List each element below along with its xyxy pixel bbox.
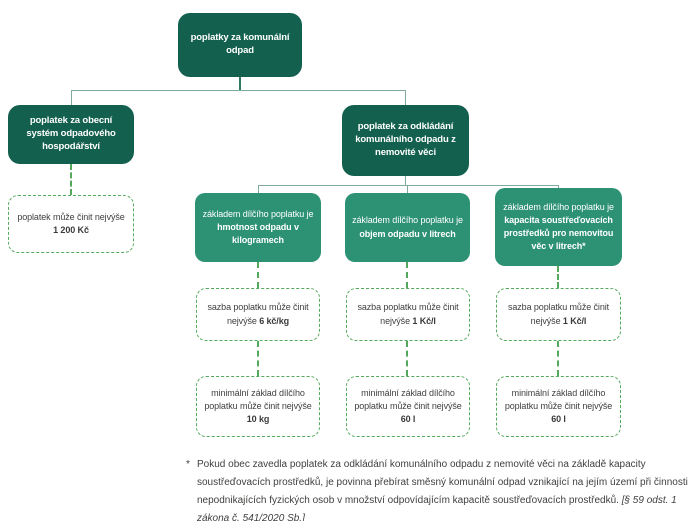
node-rate-volume: sazba poplatku může činit nejvýše 1 Kč/l <box>346 288 470 341</box>
dashed-connector-min-2 <box>406 341 408 376</box>
node-disposal-fee-label: poplatek za odkládání komunálního odpadu… <box>355 121 456 158</box>
node-rate-volume-text: sazba poplatku může činit nejvýše 1 Kč/l <box>357 302 459 326</box>
node-basis-weight: základem dílčího poplatku je hmotnost od… <box>195 193 321 262</box>
footnote-citation: [§ 59 odst. 1 zákona č. 541/2020 Sb.] <box>197 495 677 521</box>
min-capacity-value: 60 l <box>551 414 566 425</box>
connector-drop-left <box>71 90 72 105</box>
node-disposal-fee: poplatek za odkládání komunálního odpadu… <box>342 105 469 176</box>
node-min-volume-text: minimální základ dílčího poplatku může č… <box>353 387 463 426</box>
dashed-connector-min-1 <box>257 341 259 376</box>
node-rate-weight: sazba poplatku může činit nejvýše 6 kč/k… <box>196 288 320 341</box>
footnote-text: Pokud obec zavedla poplatek za odkládání… <box>197 456 700 521</box>
node-basis-capacity: základem dílčího poplatku je kapacita so… <box>495 188 622 266</box>
footnote-marker: * <box>186 459 190 470</box>
rate-volume-value: 1 Kč/l <box>412 315 436 326</box>
node-municipal-system-fee-label: poplatek za obecní systém odpadového hos… <box>26 115 116 152</box>
node-min-weight-text: minimální základ dílčího poplatku může č… <box>203 387 313 426</box>
dashed-connector-rate-2 <box>406 262 408 288</box>
connector-level3-horizontal <box>258 185 558 186</box>
basis-volume-bold: objem odpadu v litrech <box>359 228 456 239</box>
node-rate-capacity-text: sazba poplatku může činit nejvýše 1 Kč/l <box>507 302 610 326</box>
dashed-connector-rate-1 <box>257 262 259 288</box>
node-basis-volume-text: základem dílčího poplatku je objem odpad… <box>352 214 463 240</box>
rate-capacity-value: 1 Kč/l <box>562 315 587 326</box>
min-weight-value: 10 kg <box>246 414 270 425</box>
node-basis-volume: základem dílčího poplatku je objem odpad… <box>345 193 470 262</box>
connector-drop-basis-3 <box>558 185 559 189</box>
connector-right-stub <box>405 176 406 185</box>
connector-root-stub <box>239 77 241 90</box>
node-min-capacity-text: minimální základ dílčího poplatku může č… <box>503 387 614 426</box>
root-node-label: poplatky za komunální odpad <box>190 32 290 56</box>
connector-level2-horizontal <box>71 90 406 91</box>
dashed-connector-min-3 <box>557 341 559 376</box>
node-min-weight: minimální základ dílčího poplatku může č… <box>196 376 320 437</box>
connector-drop-basis-1 <box>258 185 259 193</box>
basis-weight-bold: hmotnost odpadu v kilogramech <box>217 221 299 246</box>
node-rate-weight-text: sazba poplatku může činit nejvýše 6 kč/k… <box>207 302 309 326</box>
fee-cap-value: 1 200 Kč <box>53 225 89 235</box>
footnote: * Pokud obec zavedla poplatek za odkládá… <box>186 456 700 521</box>
connector-drop-basis-2 <box>407 185 408 193</box>
dashed-connector-rate-3 <box>557 266 559 288</box>
root-node: poplatky za komunální odpad <box>178 13 302 77</box>
node-basis-weight-text: základem dílčího poplatku je hmotnost od… <box>200 208 316 247</box>
dashed-connector-left-limit <box>70 164 72 195</box>
node-min-volume: minimální základ dílčího poplatku může č… <box>346 376 470 437</box>
node-municipal-system-fee: poplatek za obecní systém odpadového hos… <box>8 105 134 164</box>
rate-weight-value: 6 kč/kg <box>259 315 290 326</box>
connector-drop-right <box>405 90 406 105</box>
node-fee-cap: poplatek může činit nejvýše 1 200 Kč <box>8 195 134 253</box>
node-rate-capacity: sazba poplatku může činit nejvýše 1 Kč/l <box>496 288 621 341</box>
basis-capacity-bold: kapacita soustřeďovacích prostředků pro … <box>503 214 614 252</box>
node-fee-cap-text: poplatek může činit nejvýše 1 200 Kč <box>17 211 124 237</box>
node-min-capacity: minimální základ dílčího poplatku může č… <box>496 376 621 437</box>
min-volume-value: 60 l <box>400 414 416 425</box>
node-basis-capacity-text: základem dílčího poplatku je kapacita so… <box>500 201 617 253</box>
